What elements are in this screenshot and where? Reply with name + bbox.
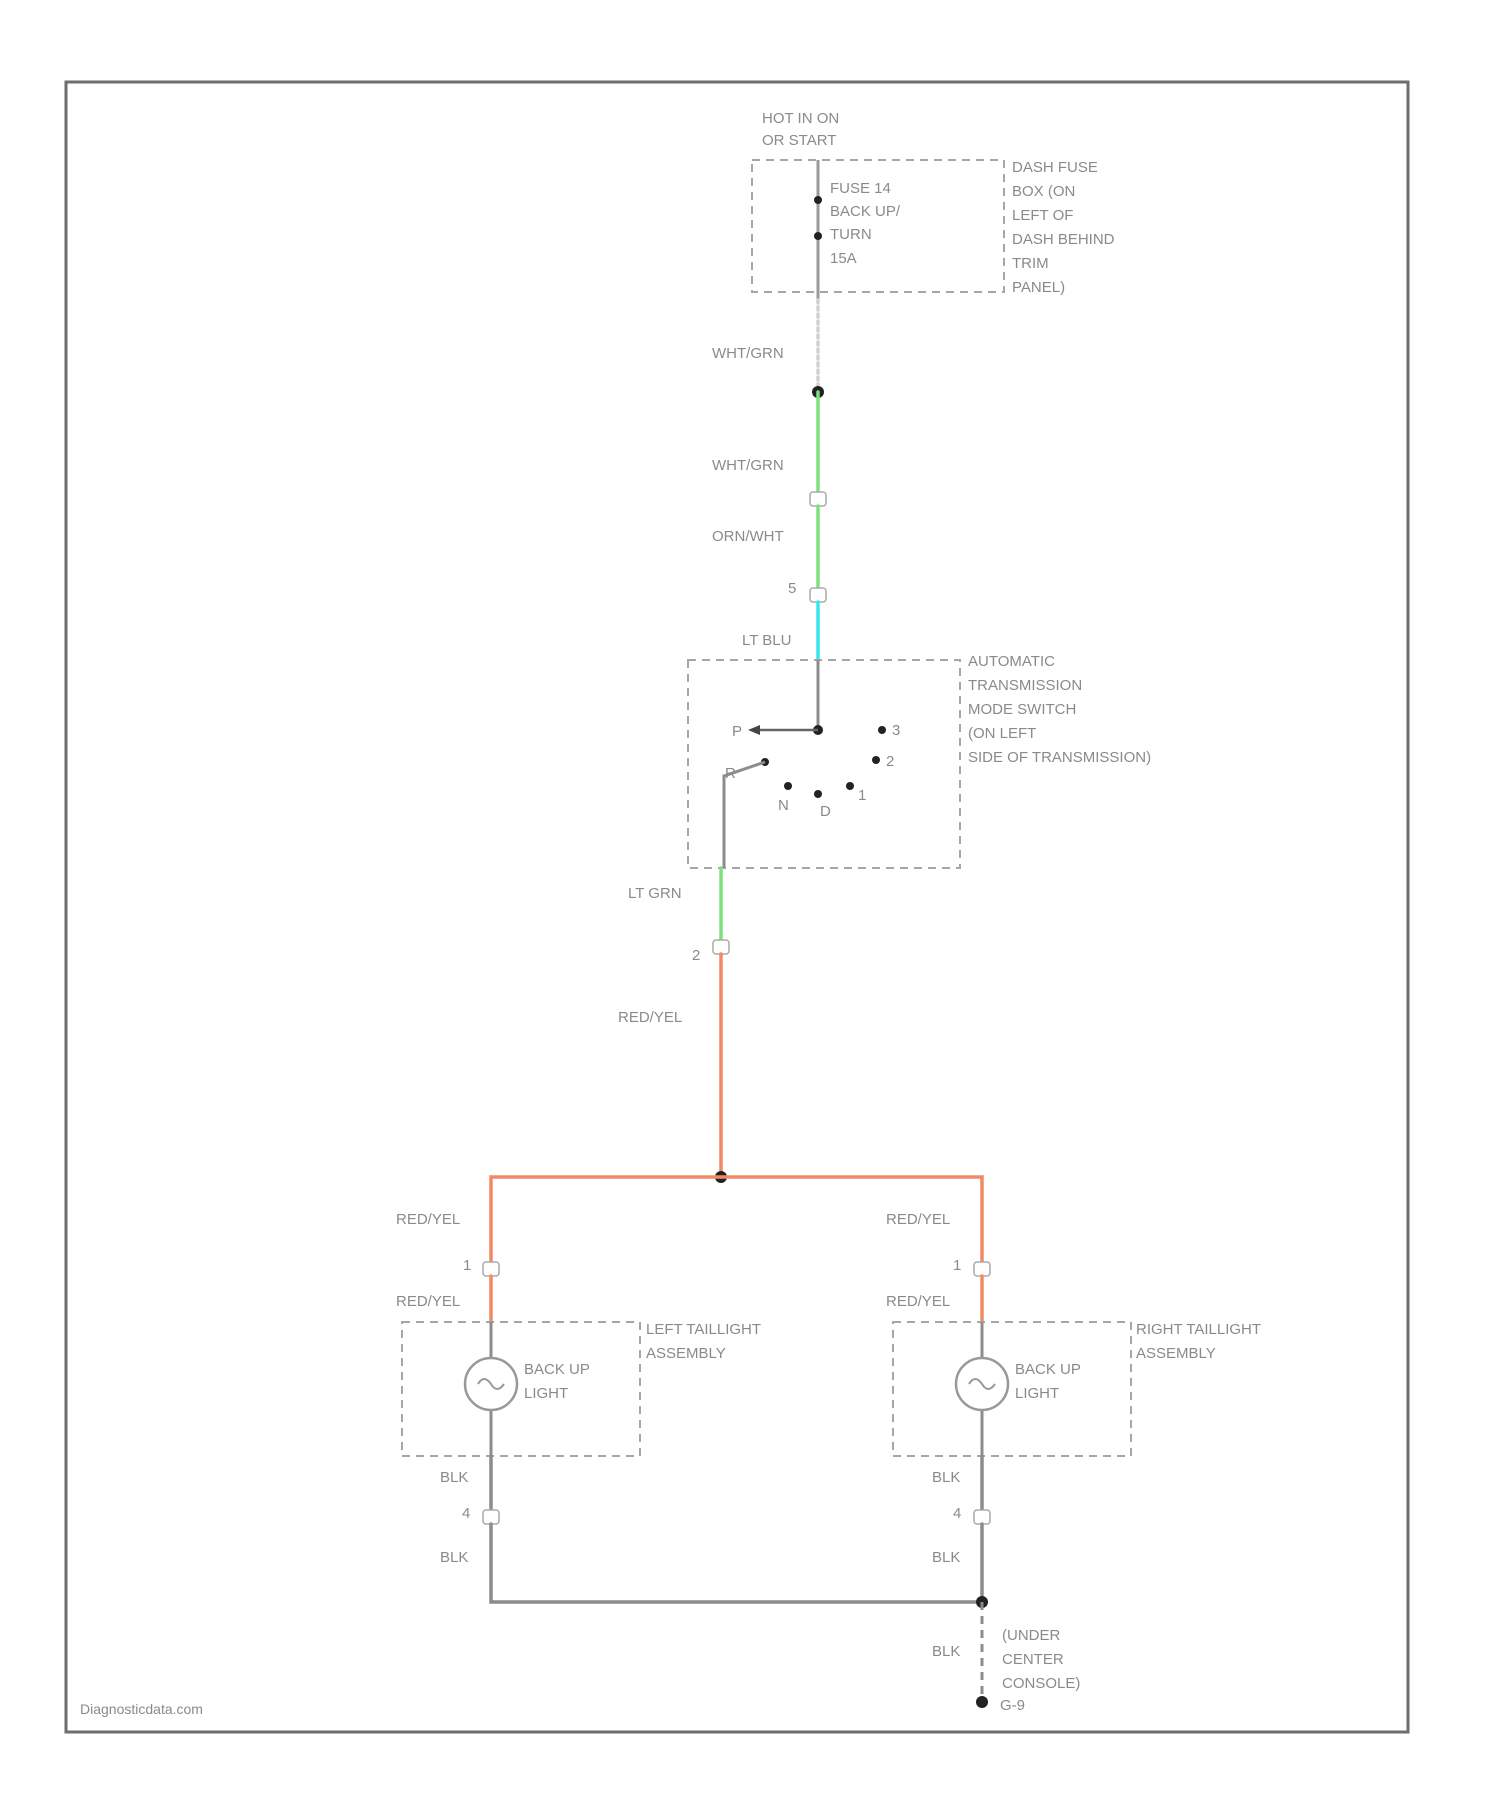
- switch-label-line-5: SIDE OF TRANSMISSION): [968, 749, 1151, 766]
- wire-label-wht-grn-2: WHT/GRN: [712, 457, 784, 474]
- diagram-frame: [66, 82, 1408, 1732]
- ground-id: G-9: [1000, 1697, 1025, 1714]
- switch-pos-p: P: [732, 723, 742, 740]
- wire-label-red-yel-main: RED/YEL: [618, 1009, 682, 1026]
- right-taillight-label-line-1: RIGHT TAILLIGHT: [1136, 1321, 1261, 1338]
- wire-label-red-yel-left-2: RED/YEL: [396, 1293, 460, 1310]
- wire-label-lt-grn: LT GRN: [628, 885, 682, 902]
- switch-contact-d: [814, 790, 822, 798]
- switch-label-line-4: (ON LEFT: [968, 725, 1036, 742]
- switch-contact-1: [846, 782, 854, 790]
- ground-point-icon: [976, 1696, 988, 1708]
- wire-label-orn-wht: ORN/WHT: [712, 528, 784, 545]
- fuse-label-line-3: TURN: [830, 226, 872, 243]
- fuse-terminal-top: [814, 196, 822, 204]
- left-taillight-label-line-2: ASSEMBLY: [646, 1345, 726, 1362]
- left-backup-label-line-1: BACK UP: [524, 1361, 590, 1378]
- left-backup-label-line-2: LIGHT: [524, 1385, 568, 1402]
- switch-contact-n: [784, 782, 792, 790]
- switch-arrow-icon: [748, 725, 760, 735]
- power-label-line-1: HOT IN ON: [762, 110, 839, 127]
- fuse-box-label-line-6: PANEL): [1012, 279, 1065, 296]
- fuse-label-line-4: 15A: [830, 250, 857, 267]
- power-label-line-2: OR START: [762, 132, 836, 149]
- pin-label-right-bottom: 4: [953, 1505, 961, 1522]
- fuse-box-label-line-1: DASH FUSE: [1012, 159, 1098, 176]
- fuse-label: FUSE 14 BACK UP/ TURN 15A: [830, 180, 901, 267]
- wire-label-blk-left-2: BLK: [440, 1549, 468, 1566]
- left-taillight-outline: [402, 1322, 640, 1456]
- pin-label-switch-in: 5: [788, 580, 796, 597]
- ground-label-line-3: CONSOLE): [1002, 1675, 1080, 1692]
- wire-label-blk-right-1: BLK: [932, 1469, 960, 1486]
- wire-label-blk-left-1: BLK: [440, 1469, 468, 1486]
- wire-label-blk-right-2: BLK: [932, 1549, 960, 1566]
- switch-pos-1: 1: [858, 787, 866, 804]
- wire-label-red-yel-right-1: RED/YEL: [886, 1211, 950, 1228]
- switch-label-line-2: TRANSMISSION: [968, 677, 1082, 694]
- switch-pos-n: N: [778, 797, 789, 814]
- left-taillight-label: LEFT TAILLIGHT ASSEMBLY: [646, 1321, 761, 1362]
- right-backup-label-line-1: BACK UP: [1015, 1361, 1081, 1378]
- left-bottom-connector: [483, 1510, 499, 1524]
- switch-pos-2: 2: [886, 753, 894, 770]
- pin-label-right-top: 1: [953, 1257, 961, 1274]
- left-backup-light-label: BACK UP LIGHT: [524, 1361, 590, 1402]
- switch-pos-d: D: [820, 803, 831, 820]
- right-bottom-connector: [974, 1510, 990, 1524]
- wire-blk-left-lower: [491, 1524, 982, 1602]
- fuse-box-label-line-2: BOX (ON: [1012, 183, 1075, 200]
- switch-label-line-3: MODE SWITCH: [968, 701, 1076, 718]
- watermark: Diagnosticdata.com: [80, 1701, 203, 1717]
- wire-label-red-yel-right-2: RED/YEL: [886, 1293, 950, 1310]
- wire-label-red-yel-left-1: RED/YEL: [396, 1211, 460, 1228]
- switch-output-connector: [713, 940, 729, 954]
- fuse-box-label: DASH FUSE BOX (ON LEFT OF DASH BEHIND TR…: [1012, 159, 1115, 296]
- fuse-label-line-2: BACK UP/: [830, 203, 901, 220]
- wire-red-yel-left-branch: [491, 1177, 721, 1262]
- ground-location-label: (UNDER CENTER CONSOLE): [1002, 1627, 1080, 1692]
- wire-label-wht-grn-1: WHT/GRN: [712, 345, 784, 362]
- inline-connector-1: [810, 492, 826, 506]
- switch-contact-3: [878, 726, 886, 734]
- fuse-terminal-bottom: [814, 232, 822, 240]
- left-top-connector: [483, 1262, 499, 1276]
- right-top-connector: [974, 1262, 990, 1276]
- switch-input-connector: [810, 588, 826, 602]
- right-taillight-label-line-2: ASSEMBLY: [1136, 1345, 1216, 1362]
- pin-label-left-bottom: 4: [462, 1505, 470, 1522]
- right-backup-label-line-2: LIGHT: [1015, 1385, 1059, 1402]
- fuse-box-label-line-5: TRIM: [1012, 255, 1049, 272]
- wire-label-lt-blu: LT BLU: [742, 632, 791, 649]
- mode-switch-label: AUTOMATIC TRANSMISSION MODE SWITCH (ON L…: [968, 653, 1151, 766]
- fuse-box-label-line-4: DASH BEHIND: [1012, 231, 1115, 248]
- switch-pos-3: 3: [892, 722, 900, 739]
- pin-label-switch-out: 2: [692, 947, 700, 964]
- left-taillight-label-line-1: LEFT TAILLIGHT: [646, 1321, 761, 1338]
- fuse-label-line-1: FUSE 14: [830, 180, 891, 197]
- right-taillight-label: RIGHT TAILLIGHT ASSEMBLY: [1136, 1321, 1261, 1362]
- ground-label-line-1: (UNDER: [1002, 1627, 1060, 1644]
- fuse-box-label-line-3: LEFT OF: [1012, 207, 1073, 224]
- wire-label-blk-ground: BLK: [932, 1643, 960, 1660]
- mode-switch-outline: [688, 660, 960, 868]
- pin-label-left-top: 1: [463, 1257, 471, 1274]
- power-source-label: HOT IN ON OR START: [762, 110, 839, 149]
- switch-contact-2: [872, 756, 880, 764]
- right-taillight-outline: [893, 1322, 1131, 1456]
- ground-label-line-2: CENTER: [1002, 1651, 1064, 1668]
- switch-label-line-1: AUTOMATIC: [968, 653, 1055, 670]
- right-backup-light-label: BACK UP LIGHT: [1015, 1361, 1081, 1402]
